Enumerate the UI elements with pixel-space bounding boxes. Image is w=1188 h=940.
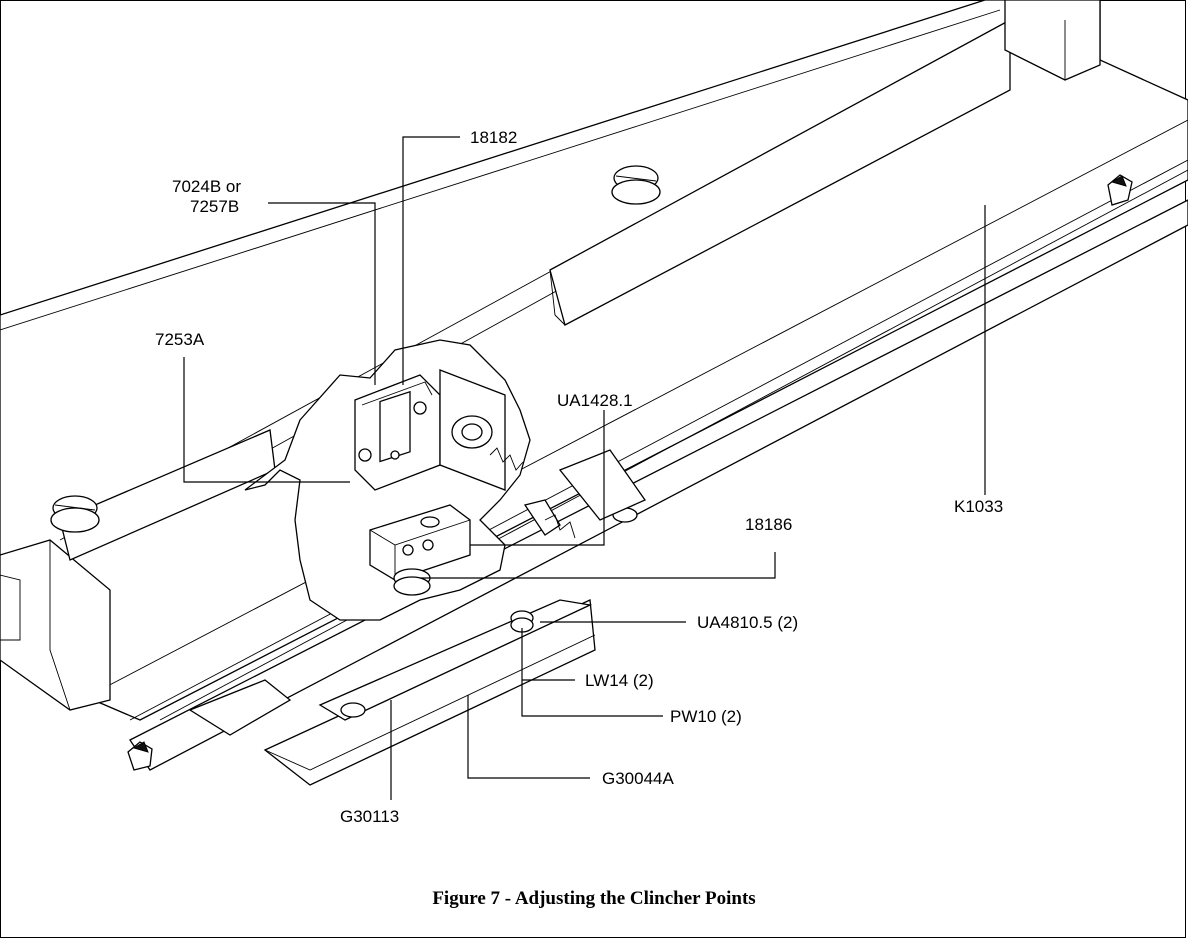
leader-lines [183,136,986,800]
callout-lw14: LW14 (2) [585,671,654,690]
clincher-mechanism [354,369,646,596]
callout-18186: 18186 [745,515,792,534]
callout-k1033: K1033 [954,497,1003,516]
foot-left [127,741,153,771]
callout-18182: 18182 [470,128,517,147]
callout-pw10: PW10 (2) [670,707,742,726]
callout-7257b: 7257B [190,197,239,216]
knob-screw-top [611,165,661,205]
callout-7253a: 7253A [155,330,205,349]
base-rail [0,0,1188,721]
knob-screw-left [50,495,100,533]
callout-ua1428: UA1428.1 [557,391,633,410]
callout-g30044a: G30044A [602,769,674,788]
foot-right [1107,174,1133,206]
callout-labels: 18182 7024B or 7257B 7253A UA1428.1 1818… [155,128,1003,826]
callout-7024b: 7024B or [172,177,241,196]
callout-g30113: G30113 [340,807,399,826]
left-end-block [0,539,111,711]
callout-ua4810: UA4810.5 (2) [697,613,798,632]
channel-wall [549,0,1101,326]
figure-caption: Figure 7 - Adjusting the Clincher Points [432,888,755,909]
